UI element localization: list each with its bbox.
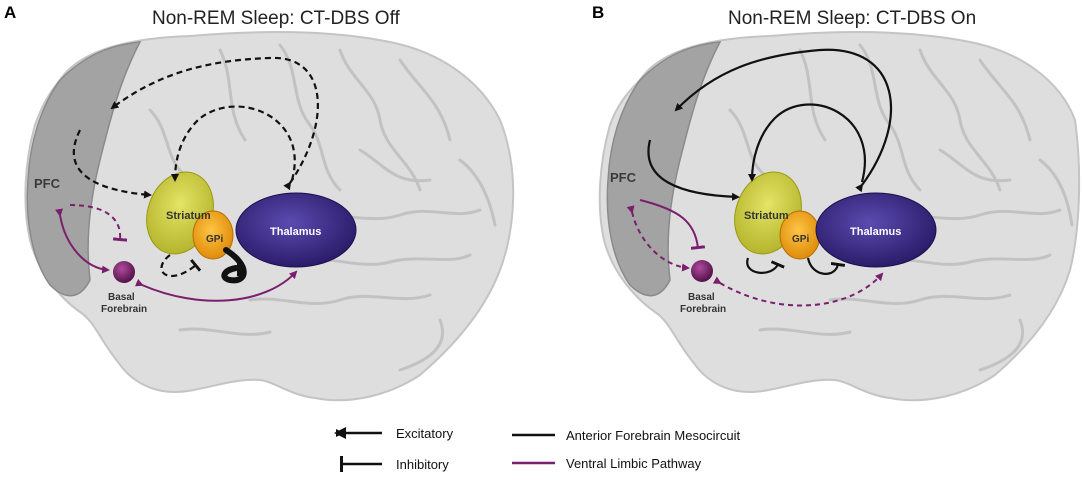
thalamus-structure [235,192,357,268]
forebrain-label: Forebrain [680,304,726,315]
legend-inhibitory-label: Inhibitory [396,457,449,472]
pfc-thalamus-arrow [110,56,319,191]
pfc-basal-arrow [626,205,690,272]
thalamus-label: Thalamus [850,226,901,238]
legend-inhibitory: Inhibitory [340,456,449,472]
excitatory-arrowhead-icon [334,427,346,439]
basal-thalamus-arrow [134,270,298,302]
forebrain-label: Forebrain [101,304,147,315]
basal-forebrain-structure [691,260,713,282]
thalamus-structure [815,192,937,268]
basal-label: Basal [688,292,715,303]
panel-a: A Non-REM Sleep: CT-DBS Off [4,3,515,402]
limbic-arrows [626,199,884,307]
thalamus-label: Thalamus [270,226,321,238]
basal-thalamus-arrow [712,272,884,307]
gpi-label: GPi [792,234,809,245]
panel-title: Non-REM Sleep: CT-DBS Off [152,8,401,29]
legend-anterior-label: Anterior Forebrain Mesocircuit [566,428,741,443]
legend-anterior: Anterior Forebrain Mesocircuit [512,428,741,443]
legend-excitatory-label: Excitatory [396,426,454,441]
basal-forebrain-structure [113,261,135,283]
pfc-to-striatum-arrow [72,129,152,199]
legend-excitatory: Excitatory [334,426,454,441]
gpi-label: GPi [206,234,223,245]
pfc-to-striatum-arrow [647,139,740,201]
inhibitory-bar-icon [340,456,343,472]
gpi-structure [192,210,234,260]
striatum-label: Striatum [166,210,211,222]
panel-letter: B [592,3,604,22]
panel-letter: A [4,3,16,22]
pfc-label: PFC [610,170,637,185]
striatum-label: Striatum [744,210,789,222]
panel-b: B Non-REM Sleep: CT-DBS On [592,3,1081,402]
pfc-basal-arrow [55,208,110,274]
panel-title: Non-REM Sleep: CT-DBS On [728,8,976,29]
legend-ventral: Ventral Limbic Pathway [512,456,702,471]
basal-label: Basal [108,292,135,303]
pfc-label: PFC [34,176,61,191]
legend: Excitatory Inhibitory Anterior Forebrain… [334,426,741,472]
pfc-thalamus-arrow [674,48,892,193]
gpi-inhibit-bar [237,262,241,276]
mesocircuit-arrows [647,48,892,275]
legend-ventral-label: Ventral Limbic Pathway [566,456,702,471]
limbic-arrows [55,204,298,302]
